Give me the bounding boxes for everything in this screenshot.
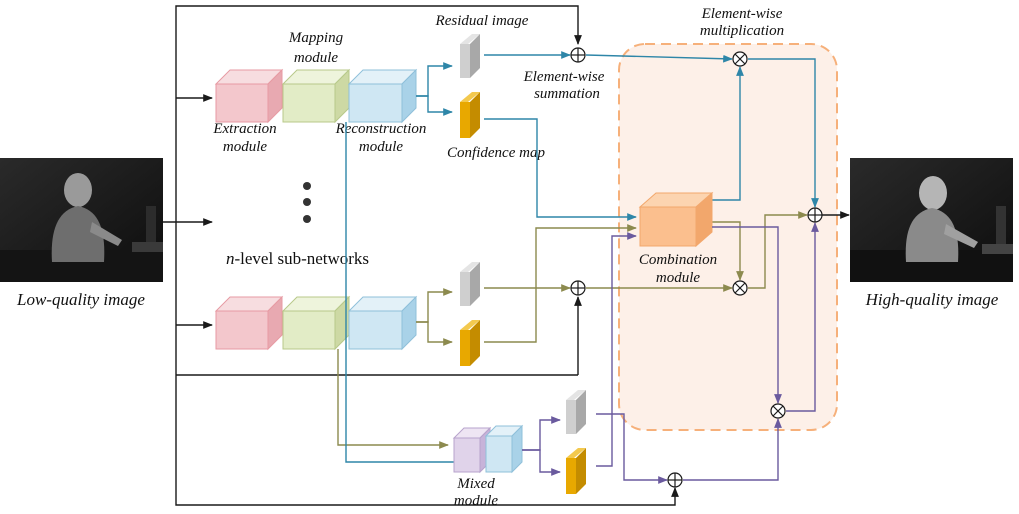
combination-block [638,191,714,248]
skip-line-bottom [175,375,679,506]
mapping-label-2: module [294,50,339,66]
output-image-label: High-quality image [865,290,999,309]
low-quality-image [0,158,163,282]
residual-map-mixed [566,390,586,434]
multiplication-label: Element-wise [701,6,783,22]
combination-label-2: module [656,270,701,286]
extraction-label: Extraction [212,121,276,137]
confidence-map-mixed [566,448,586,494]
input-image-label: Low-quality image [16,290,145,309]
reconstruction-label: Reconstruction [335,121,427,137]
extraction-label-2: module [223,139,268,155]
mapping-to-mixed [337,349,449,449]
plus-circle-icon [570,47,586,63]
confidence-to-combination [484,118,637,221]
mixed-residual-to-sum [596,413,668,484]
confidence-bottom-to-combination [484,224,637,343]
skip-line-top [175,5,582,375]
recon-to-residual-bottom [416,288,453,323]
mixed-to-confidence [522,449,561,476]
times-circle-icon [732,51,748,67]
n-level-label: n-level sub-networks [226,249,369,268]
plus-circle-icon [667,472,683,488]
multiplication-label-2: multiplication [700,23,784,39]
mapping-block-bottom [281,295,351,351]
recon-to-residual-top [416,62,453,97]
summation-label: Element-wise [523,69,605,85]
combination-to-mult-mixed [712,226,782,404]
mult-mixed-to-final-sum [786,222,819,412]
mult-top-to-final-sum [748,58,819,208]
times-circle-icon [770,403,786,419]
times-circle-icon [732,280,748,296]
reconstruction-label-2: module [359,139,404,155]
mult-bottom-to-final-sum [748,211,808,289]
mixed-confidence-to-combination [596,232,637,467]
plus-circle-icon [570,280,586,296]
extraction-block-bottom [214,295,284,351]
combination-label: Combination [639,252,717,268]
mixed-sum-to-mult [683,418,782,481]
mapping-label: Mapping [288,30,344,46]
sum-to-mult-top [585,54,733,63]
recon-to-mixed [345,122,483,466]
confidence-map-label: Confidence map [447,145,545,161]
summation-label-2: summation [534,86,600,102]
combination-to-mult-bottom [712,221,744,281]
mixed-label-2: module [454,493,499,509]
mixed-label: Mixed [456,476,495,492]
combination-to-mult-top [712,66,744,201]
residual-image-label: Residual image [435,13,529,29]
reconstruction-block-top [347,68,418,124]
combination-region [618,43,838,431]
residual-map-bottom [460,262,480,306]
mixed-block [452,424,524,474]
ellipsis-vertical-icon [303,182,311,223]
high-quality-image [850,158,1013,282]
reconstruction-block-bottom [347,295,418,351]
recon-to-confidence-bottom [416,321,453,346]
recon-to-confidence-top [416,95,453,116]
extraction-block-top [214,68,284,124]
plus-circle-icon [807,207,823,223]
mixed-to-residual [522,416,561,451]
confidence-map-top [460,92,480,138]
confidence-map-bottom [460,320,480,366]
mapping-block-top [281,68,351,124]
residual-map-top [460,34,480,78]
